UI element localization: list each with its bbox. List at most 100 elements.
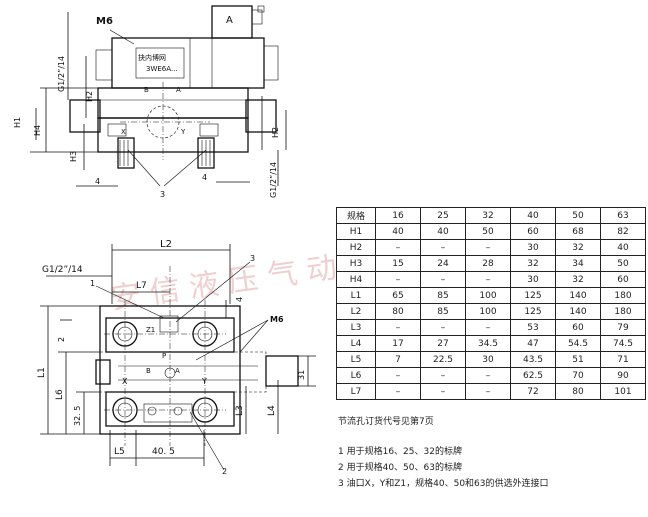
spec-cell: 53 — [510, 319, 556, 336]
l6-label: L6 — [55, 389, 65, 400]
spec-cell: 72 — [510, 383, 556, 400]
spec-cell: 34 — [555, 255, 601, 272]
spec-header-cell: 40 — [510, 207, 556, 224]
valve-text-1: 抉内博网 — [138, 53, 166, 62]
spec-cell: 80 — [375, 303, 421, 320]
dim-32-5-label: 32. 5 — [73, 406, 82, 426]
spec-row-label: L3 — [336, 319, 376, 336]
spec-cell: 65 — [375, 287, 421, 304]
l7-label: L7 — [136, 281, 147, 291]
callout-3-top: 3 — [160, 190, 165, 199]
spec-cell: 30 — [510, 239, 556, 256]
note-2: 2 用于规格40、50、63的标牌 — [338, 463, 462, 473]
callout-1: 1 — [90, 279, 95, 288]
h2-label-right: H2 — [271, 127, 280, 138]
spec-cell: 85 — [420, 303, 466, 320]
z1-label: Z1 — [146, 326, 155, 334]
spec-cell: 100 — [465, 287, 511, 304]
spec-cell: – — [465, 383, 511, 400]
valve-text-2: 3WE6A... — [146, 65, 178, 73]
spec-cell: – — [420, 367, 466, 384]
spec-cell: 34.5 — [465, 335, 511, 352]
spec-cell: 30 — [510, 271, 556, 288]
spec-cell: – — [375, 239, 421, 256]
spec-cell: 125 — [510, 303, 556, 320]
spec-header-cell: 50 — [555, 207, 601, 224]
spec-cell: 51 — [555, 351, 601, 368]
dim-2-label: 2 — [57, 337, 66, 342]
spec-cell: 24 — [420, 255, 466, 272]
port-a-label-bottom: A — [175, 367, 180, 375]
spec-cell: 40 — [375, 223, 421, 240]
spec-cell: – — [420, 239, 466, 256]
port-x-label-bottom: X — [122, 377, 128, 386]
spec-cell: 74.5 — [600, 335, 646, 352]
spec-cell: 47 — [510, 335, 556, 352]
port-y-label-bottom: Y — [201, 377, 207, 386]
spec-cell: 180 — [600, 287, 646, 304]
h3-label: H3 — [69, 151, 78, 162]
spec-row-label: L5 — [336, 351, 376, 368]
port-p-label: P — [162, 352, 166, 360]
spec-cell: 40 — [420, 223, 466, 240]
ordering-note: 节流孔订货代号见第7页 — [338, 417, 434, 427]
thread-label-right: G1/2”/14 — [269, 162, 278, 198]
spec-row-label: L2 — [336, 303, 376, 320]
spec-cell: – — [375, 367, 421, 384]
dim-31-label: 31 — [297, 370, 306, 380]
h4-label: H4 — [33, 125, 42, 136]
port-b-label-top: B — [144, 86, 149, 94]
spec-cell: 32 — [555, 239, 601, 256]
spec-cell: – — [465, 319, 511, 336]
h1-label: H1 — [13, 117, 22, 128]
spec-cell: – — [420, 319, 466, 336]
spec-cell: – — [465, 367, 511, 384]
spec-cell: 32 — [510, 255, 556, 272]
thread-label-bottom: G1/2”/14 — [42, 265, 83, 275]
spec-cell: 50 — [465, 223, 511, 240]
l2-label: L2 — [160, 239, 172, 250]
spec-cell: – — [420, 271, 466, 288]
port-a-label-top: A — [176, 86, 181, 94]
spec-header-cell: 63 — [600, 207, 646, 224]
spec-cell: 101 — [600, 383, 646, 400]
spec-cell: 125 — [510, 287, 556, 304]
spec-cell: – — [375, 271, 421, 288]
spec-cell: – — [420, 383, 466, 400]
spec-row-label: H3 — [336, 255, 376, 272]
callout-2: 2 — [222, 467, 227, 476]
spec-cell: 85 — [420, 287, 466, 304]
spec-cell: 54.5 — [555, 335, 601, 352]
spec-cell: 60 — [600, 271, 646, 288]
port-x-label-top: X — [121, 128, 126, 136]
spec-cell: 30 — [465, 351, 511, 368]
spec-cell: 140 — [555, 303, 601, 320]
m6-label-top: M6 — [96, 16, 113, 27]
spec-row-label: H1 — [336, 223, 376, 240]
l4-label: L4 — [267, 405, 277, 416]
spec-row-label: H4 — [336, 271, 376, 288]
spec-cell: 43.5 — [510, 351, 556, 368]
solenoid-a-label: A — [226, 15, 233, 26]
h2-label-left: H2 — [85, 91, 94, 102]
spec-cell: 15 — [375, 255, 421, 272]
spec-cell: – — [465, 271, 511, 288]
spec-cell: 50 — [600, 255, 646, 272]
top-view-plan — [40, 244, 316, 471]
dim-4-left: 4 — [95, 177, 100, 186]
spec-cell: 27 — [420, 335, 466, 352]
spec-cell: 22.5 — [420, 351, 466, 368]
spec-cell: 82 — [600, 223, 646, 240]
spec-cell: 90 — [600, 367, 646, 384]
spec-cell: – — [375, 383, 421, 400]
spec-cell: 40 — [600, 239, 646, 256]
